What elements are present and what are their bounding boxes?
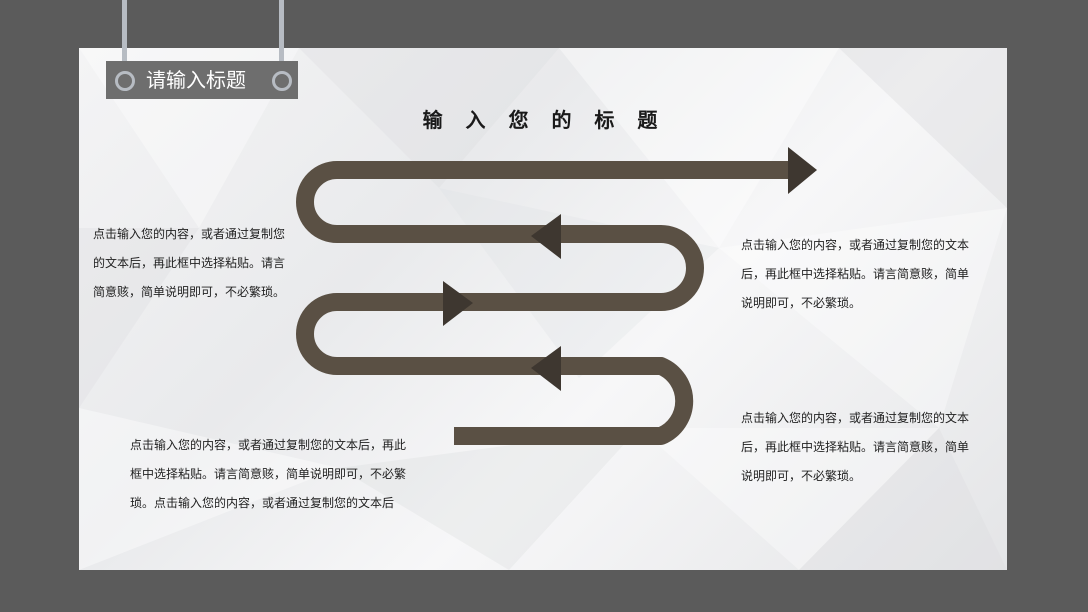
polygon-background [79, 48, 1007, 570]
page-title: 输 入 您 的 标 题 [422, 108, 666, 132]
ring-right-icon [272, 71, 292, 91]
text-line: 点击输入您的内容，或者通过复制您 [93, 227, 286, 241]
text-line: 后，再此框中选择粘贴。请言简意赅，简单 [741, 267, 970, 281]
text-block-right-bottom: 点击输入您的内容，或者通过复制您的文本 后，再此框中选择粘贴。请言简意赅，简单 … [741, 404, 969, 491]
slide-canvas [79, 48, 1007, 570]
tag-label: 请输入标题 [146, 68, 246, 92]
text-block-left-bottom: 点击输入您的内容，或者通过复制您的文本后，再此 框中选择粘贴。请言简意赅，简单说… [130, 431, 406, 518]
text-line: 点击输入您的内容，或者通过复制您的文本 [741, 238, 970, 252]
arrowhead-left-1 [531, 214, 561, 259]
text-block-left-top: 点击输入您的内容，或者通过复制您 的文本后，再此框中选择粘贴。请言 简意赅，简单… [93, 220, 285, 307]
text-line: 点击输入您的内容，或者通过复制您的文本 [741, 411, 970, 425]
text-line: 点击输入您的内容，或者通过复制您的文本后，再此 [130, 438, 407, 452]
text-line: 框中选择粘贴。请言简意赅，简单说明即可，不必繁 [130, 467, 407, 481]
text-line: 说明即可，不必繁琐。 [741, 296, 862, 310]
text-line: 简意赅，简单说明即可，不必繁琐。 [93, 285, 286, 299]
text-line: 说明即可，不必繁琐。 [741, 469, 862, 483]
arrowhead-right-mid [443, 281, 473, 326]
title-tag: 请输入标题 [106, 61, 298, 99]
ring-left-icon [115, 71, 135, 91]
serpentine-path [296, 161, 795, 445]
arrowhead-left-2 [531, 346, 561, 391]
text-line: 的文本后，再此框中选择粘贴。请言 [93, 256, 286, 270]
text-block-right-top: 点击输入您的内容，或者通过复制您的文本 后，再此框中选择粘贴。请言简意赅，简单 … [741, 231, 969, 318]
hanger-line-right [279, 0, 284, 72]
text-line: 后，再此框中选择粘贴。请言简意赅，简单 [741, 440, 970, 454]
hanger-line-left [122, 0, 127, 72]
text-line: 琐。点击输入您的内容，或者通过复制您的文本后 [130, 496, 395, 510]
arrowhead-right-top [788, 147, 817, 194]
